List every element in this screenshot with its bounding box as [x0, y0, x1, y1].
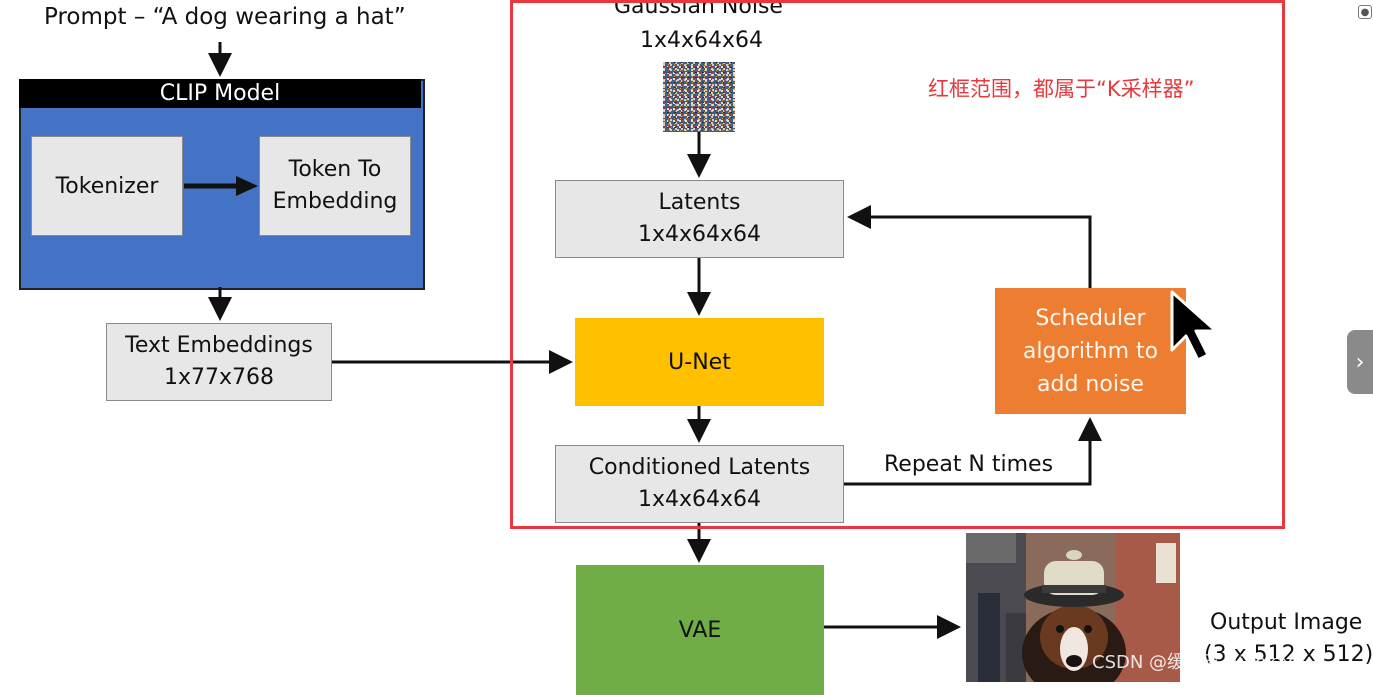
arrow-conditioned-to-scheduler [844, 417, 1102, 486]
clip-model-title: CLIP Model [19, 79, 421, 108]
token-to-embedding-box: Token To Embedding [259, 136, 411, 236]
conditioned-latents-box: Conditioned Latents 1x4x64x64 [555, 445, 844, 523]
settings-icon[interactable]: ● [1358, 5, 1372, 19]
scheduler-box: Scheduler algorithm to add noise [995, 288, 1186, 414]
arrow-scheduler-to-latents [847, 205, 1092, 288]
latents-box: Latents 1x4x64x64 [555, 180, 844, 258]
latents-label: Latents [658, 190, 741, 215]
conditioned-latents-shape: 1x4x64x64 [637, 487, 762, 512]
gaussian-noise-shape: 1x4x64x64 [640, 28, 764, 53]
mouse-cursor-icon [1170, 290, 1218, 362]
vae-box: VAE [576, 565, 824, 695]
latents-shape: 1x4x64x64 [637, 222, 762, 247]
tokenizer-box: Tokenizer [31, 136, 183, 236]
unet-box: U-Net [575, 318, 824, 406]
text-embeddings-label: Text Embeddings [125, 333, 313, 358]
k-sampler-annotation: 红框范围，都属于“K采样器” [928, 77, 1195, 101]
k-sampler-frame [510, 0, 1285, 529]
output-dog-image [966, 533, 1180, 682]
chevron-right-icon: › [1355, 349, 1365, 375]
token-to-embedding-line2: Embedding [272, 189, 398, 214]
text-embeddings-box: Text Embeddings 1x77x768 [106, 323, 332, 401]
repeat-label: Repeat N times [884, 452, 1054, 477]
token-to-embedding-line1: Token To [288, 157, 382, 182]
scheduler-line2: algorithm to [1022, 338, 1159, 364]
conditioned-latents-label: Conditioned Latents [588, 455, 811, 480]
gaussian-noise-label: Gaussian Noise [614, 0, 783, 19]
prompt-label: Prompt – “A dog wearing a hat” [44, 4, 406, 30]
arrow-clip-internal-head [236, 176, 258, 196]
noise-image [663, 62, 735, 132]
csdn-watermark: CSDN @缓缓五月iankan [1092, 652, 1300, 673]
output-image-label: Output Image [1210, 610, 1363, 635]
text-embeddings-shape: 1x77x768 [163, 365, 274, 390]
output-image-shape: (3 x 512 x 512) [1204, 642, 1373, 667]
next-slide-button[interactable]: › [1347, 330, 1373, 394]
scheduler-line3: add noise [1037, 371, 1144, 397]
settings-glyph-icon: ● [1360, 6, 1370, 18]
scheduler-line1: Scheduler [1035, 305, 1146, 331]
